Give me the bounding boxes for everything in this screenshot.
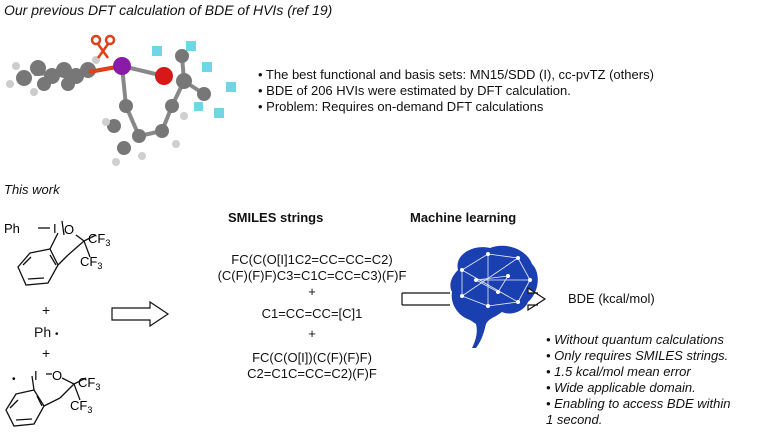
scissors-icon xyxy=(90,34,116,59)
radical-dot: • xyxy=(55,329,59,340)
phenyl-radical-label: Ph xyxy=(34,324,52,340)
bullet-speed: • Enabling to access BDE within xyxy=(546,396,731,411)
iodine-label: I xyxy=(53,221,57,236)
smiles-plus: + xyxy=(308,326,316,341)
radical-dot: • xyxy=(12,374,16,385)
cf3-label-a: CF3 xyxy=(78,375,100,392)
plus-sign: + xyxy=(42,345,51,361)
this-work-bullets: • Without quantum calculations • Only re… xyxy=(546,332,730,428)
smiles-plus: + xyxy=(308,284,316,299)
smiles-heading: SMILES strings xyxy=(228,210,324,225)
smiles-line: C1=CC=CC=[C]1 xyxy=(261,306,363,321)
smiles-line: FC(C(O[I]1C2=CC=CC=C2) xyxy=(231,252,393,267)
bullet-problem: • Problem: Requires on-demand DFT calcul… xyxy=(258,99,544,114)
plus-sign: + xyxy=(42,302,51,318)
cf3-label-b: CF3 xyxy=(80,254,102,271)
brain-network-icon xyxy=(450,245,538,348)
smiles-line: FC(C(O[I])(C(F)(F)F) xyxy=(252,350,372,365)
smiles-line: (C(F)(F)F)C3=C1C=CC=C3)(F)F xyxy=(217,268,407,283)
oxygen-label: O xyxy=(52,368,62,383)
previous-work-title: Our previous DFT calculation of BDE of H… xyxy=(4,2,333,18)
iodanyl-radical-structure: • I O CF3 CF3 xyxy=(5,368,100,427)
bullet-speed-continued: 1 second. xyxy=(546,412,603,427)
bullet-smiles-only: • Only requires SMILES strings. xyxy=(546,348,729,363)
bullet-mean-error: • 1.5 kcal/mol mean error xyxy=(546,364,691,379)
bullet-bde-206: • BDE of 206 HVIs were estimated by DFT … xyxy=(258,83,571,98)
oxygen-label: O xyxy=(64,222,74,237)
previous-work-bullets: • The best functional and basis sets: MN… xyxy=(258,67,654,115)
dft-molecule-illustration xyxy=(6,34,236,166)
phenyl-radical: Ph • xyxy=(34,324,59,343)
bullet-no-quantum: • Without quantum calculations xyxy=(546,332,724,347)
cf3-label-b: CF3 xyxy=(70,398,92,415)
bullet-domain: • Wide applicable domain. xyxy=(546,380,696,395)
this-work-label: This work xyxy=(4,182,60,197)
bullet-best-functional: • The best functional and basis sets: MN… xyxy=(258,67,654,82)
iodine-label: I xyxy=(34,368,38,383)
phenyl-label: Ph xyxy=(4,221,20,236)
bde-output-label: BDE (kcal/mol) xyxy=(568,291,655,306)
hvi-molecule-structure: Ph I O CF3 CF3 xyxy=(4,220,110,286)
cf3-label-a: CF3 xyxy=(88,231,110,248)
right-arrow-icon xyxy=(111,300,170,328)
smiles-line: C2=C1C=CC=C2)(F)F xyxy=(247,366,377,381)
ml-arrow-icon xyxy=(401,287,547,311)
ml-heading: Machine learning xyxy=(410,210,517,225)
smiles-block: FC(C(O[I]1C2=CC=CC=C2) (C(F)(F)F)C3=C1C=… xyxy=(212,252,412,382)
